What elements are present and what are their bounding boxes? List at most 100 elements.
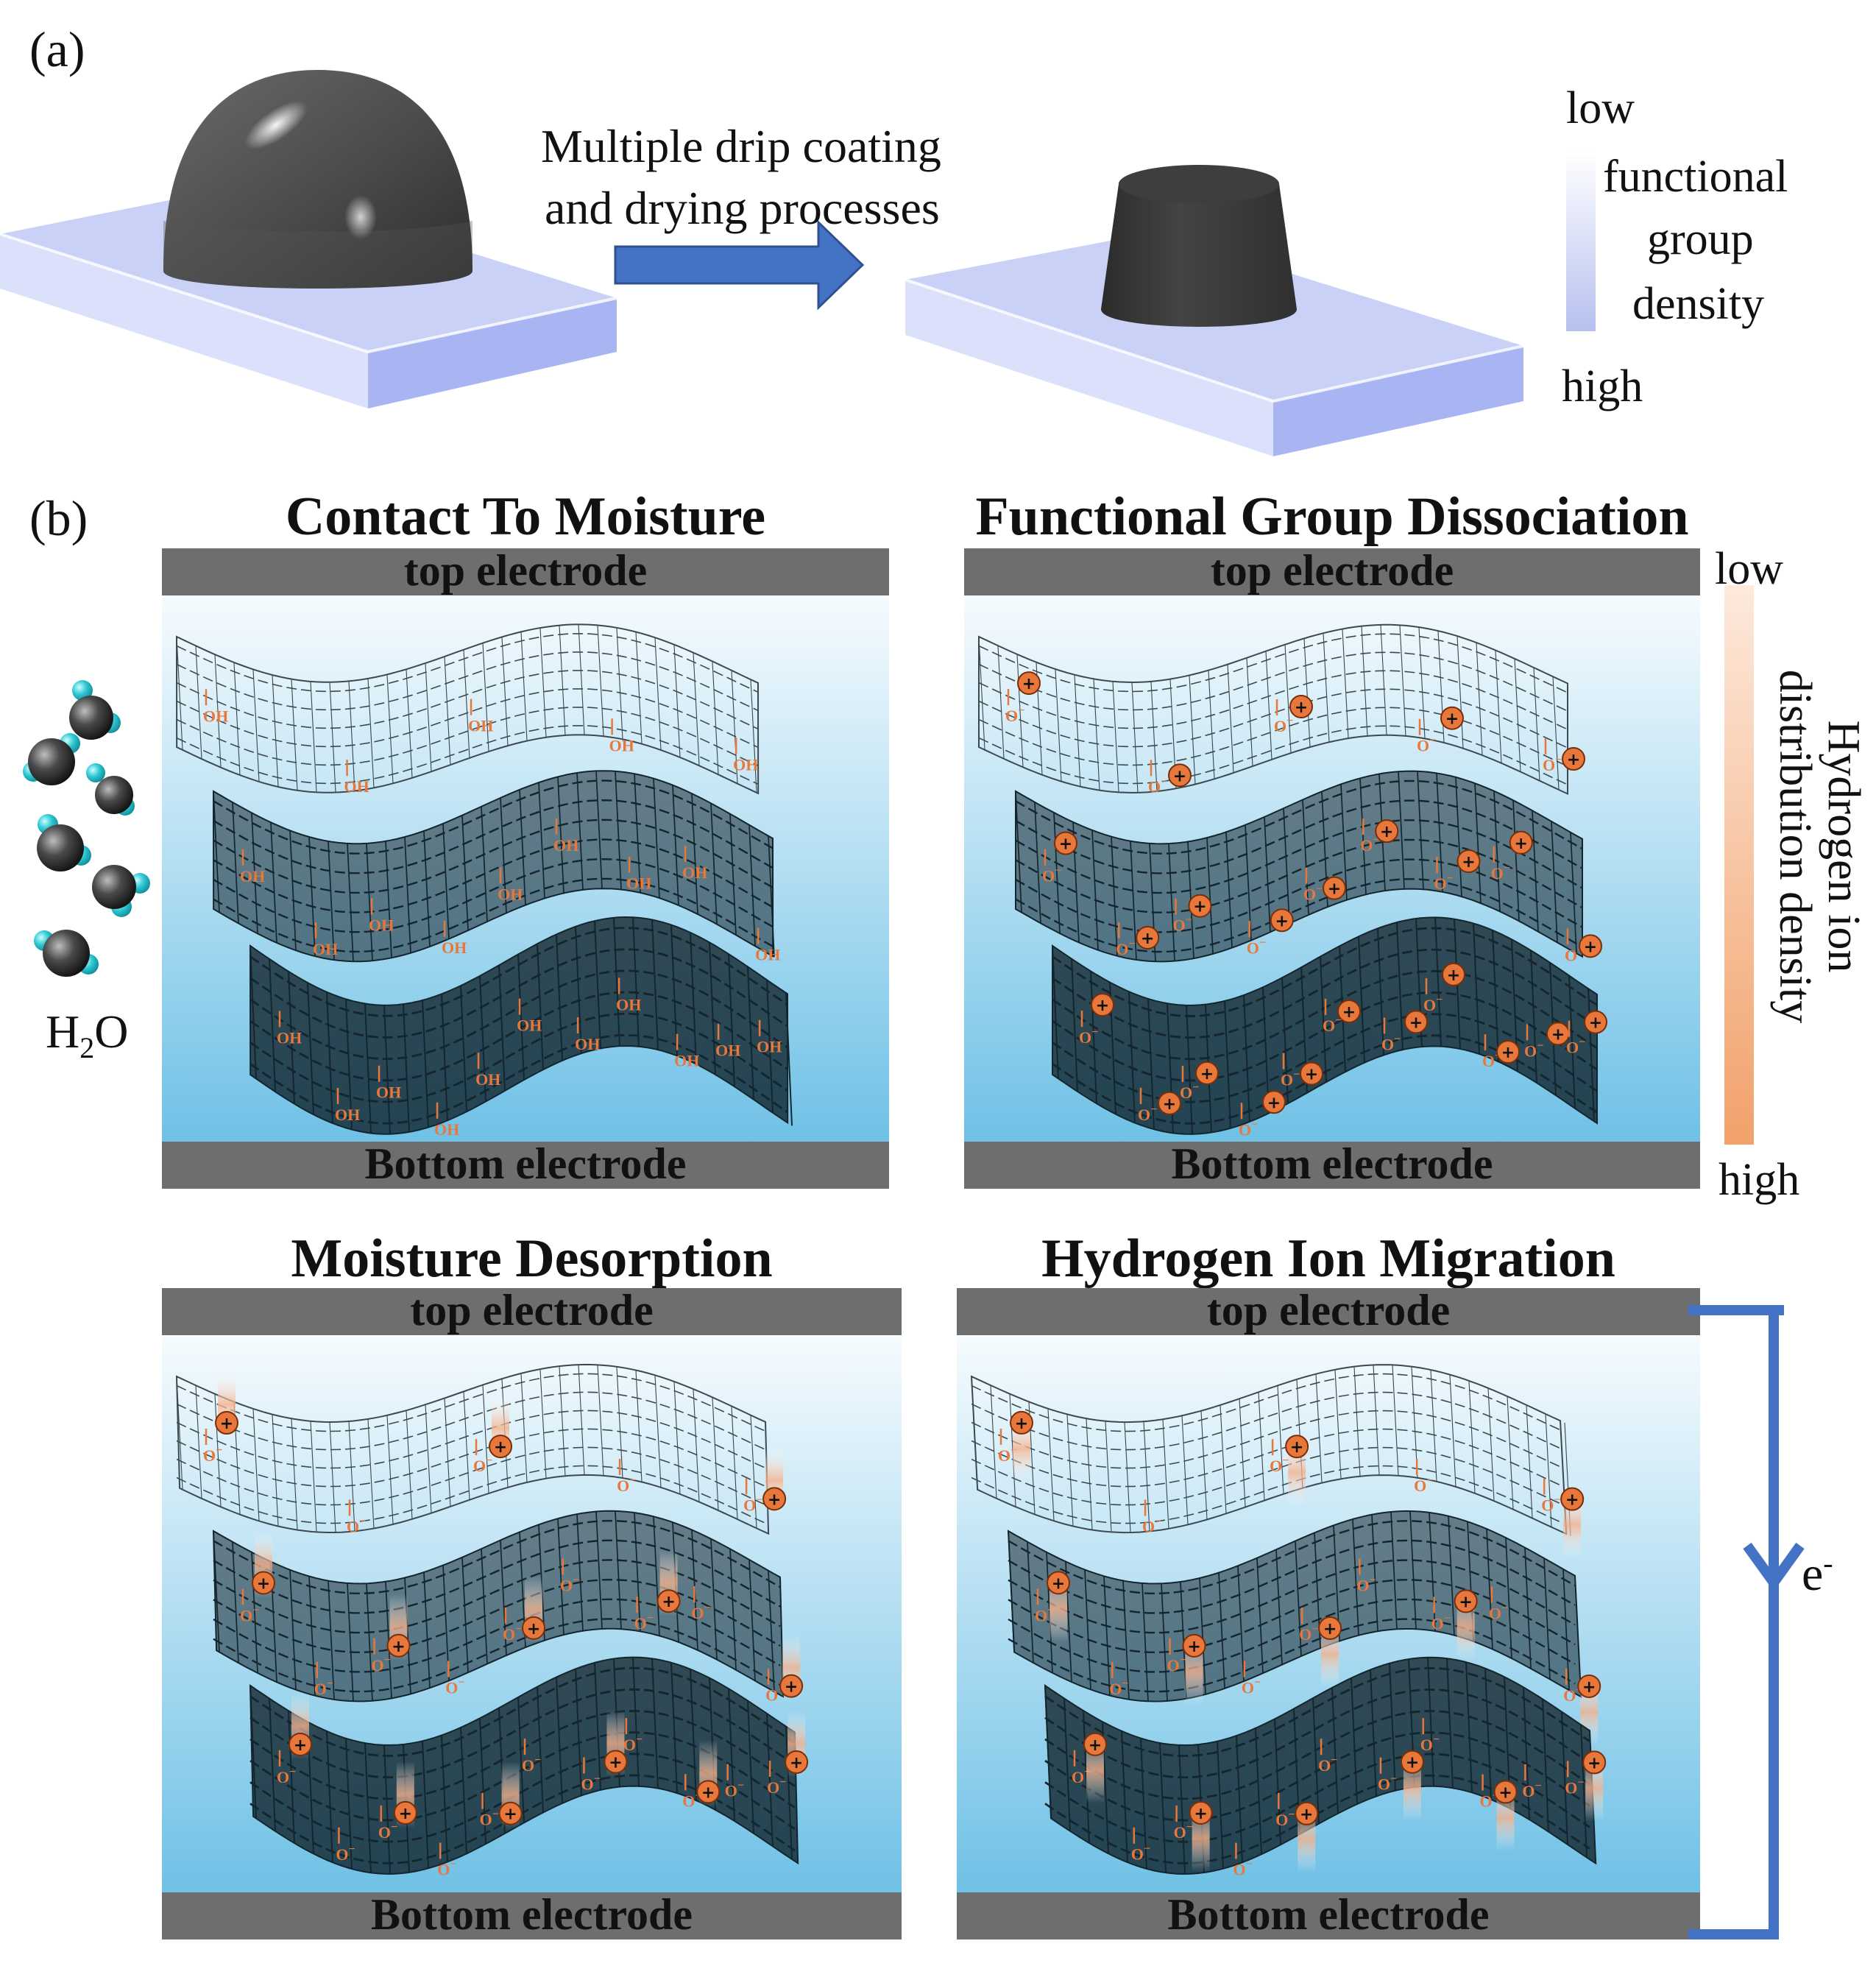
step-title: Hydrogen Ion Migration (1041, 1228, 1615, 1289)
step-title: Functional Group Dissociation (975, 487, 1689, 547)
hydroxyl-group: OH (369, 898, 394, 935)
hydrogen-ion: + (1136, 925, 1160, 950)
water-molecule (69, 680, 121, 740)
deprotonated-oxygen: O− (203, 1429, 222, 1465)
svg-text:OH: OH (755, 946, 780, 964)
device-cell: OHOHOHOHOHOHOHOHOHOHOHOHOHOHOHOHOHOHOHOH… (162, 548, 889, 1189)
hydroxyl-group: OH (517, 998, 542, 1035)
svg-text:O−: O− (372, 1654, 391, 1675)
svg-text:+: + (1141, 930, 1154, 948)
svg-text:OH: OH (674, 1052, 699, 1070)
bottom-electrode-label: Bottom electrode (370, 1890, 693, 1939)
top-electrode (162, 548, 889, 595)
hydrogen-ion: + (1188, 894, 1212, 918)
svg-text:O−: O− (1148, 775, 1167, 796)
hydrogen-ion: + (1158, 1091, 1181, 1115)
svg-text:+: + (1328, 880, 1341, 899)
hydrogen-ion: + (1400, 1750, 1424, 1821)
svg-text:O−: O− (203, 1444, 222, 1465)
hydroxyl-group: OH (553, 818, 578, 855)
hydrogen-ion: + (1546, 1022, 1570, 1046)
graphene-oxide-layer (175, 1363, 770, 1535)
hydrogen-ion: + (1017, 671, 1041, 696)
svg-text:OH: OH (277, 1028, 302, 1047)
svg-text:+: + (1565, 1491, 1579, 1510)
hydroxyl-group: OH (203, 689, 228, 725)
hydrogen-ion: + (1182, 1633, 1206, 1705)
hydrogen-ion: + (1454, 1589, 1478, 1661)
hydrogen-ion: + (1295, 1801, 1319, 1873)
deprotonated-oxygen: O− (1148, 760, 1167, 796)
hydroxyl-group: OH (434, 1102, 459, 1139)
graphene-oxide-layer (175, 623, 760, 795)
water-molecule (34, 930, 99, 977)
graphene-oxide-layer (212, 770, 775, 963)
svg-text:OH: OH (626, 874, 651, 893)
svg-text:OH: OH (733, 755, 758, 774)
svg-text:+: + (220, 1415, 233, 1433)
ion-density-bar (1724, 585, 1754, 1145)
process-text-line1: Multiple drip coating (541, 120, 941, 172)
svg-text:+: + (1200, 1065, 1214, 1083)
graphene-oxide-layer (249, 916, 793, 1135)
hydroxyl-group: OH (755, 927, 780, 964)
hydrogen-ion: + (1047, 1571, 1070, 1642)
deprotonated-oxygen: O− (1323, 998, 1342, 1035)
dried-film (1101, 165, 1297, 327)
fg-legend-line1: functional (1603, 152, 1788, 202)
hydrogen-ion: + (696, 1740, 721, 1807)
svg-text:OH: OH (682, 863, 707, 882)
hydrogen-ion: + (1262, 1090, 1286, 1114)
hydrogen-ion: + (1562, 747, 1585, 771)
process-text-line2: and drying processes (545, 182, 940, 234)
deprotonated-oxygen: O− (1180, 1065, 1199, 1102)
svg-text:OH: OH (609, 736, 634, 754)
svg-text:+: + (1015, 1415, 1028, 1433)
hydrogen-ion: + (1285, 1435, 1309, 1506)
svg-text:OH: OH (335, 1106, 360, 1124)
step-title: Moisture Desorption (291, 1228, 773, 1289)
hydrogen-ion: + (779, 1634, 804, 1701)
bottom-electrode-label: Bottom electrode (1171, 1139, 1493, 1188)
svg-text:O−: O− (1318, 1754, 1337, 1775)
svg-text:+: + (662, 1593, 675, 1611)
hydrogen-ion: + (1300, 1061, 1323, 1086)
svg-text:+: + (527, 1620, 540, 1638)
svg-text:+: + (1096, 997, 1109, 1015)
hydrogen-ion: + (1270, 908, 1294, 933)
deprotonated-oxygen: O− (378, 1805, 397, 1842)
svg-text:+: + (1515, 835, 1528, 853)
svg-text:+: + (1462, 853, 1475, 871)
svg-text:+: + (1089, 1736, 1102, 1755)
svg-text:OH: OH (575, 1035, 600, 1053)
hydrogen-ion: + (1318, 1616, 1342, 1687)
functional-group-density-bar (1566, 151, 1596, 331)
fg-legend-high: high (1562, 361, 1643, 411)
deprotonated-oxygen: O− (1522, 1764, 1542, 1800)
fg-legend-line3: density (1632, 279, 1765, 329)
svg-text:OH: OH (553, 836, 578, 855)
svg-text:+: + (1022, 675, 1036, 693)
hydrogen-ion: + (1189, 1800, 1213, 1872)
svg-text:+: + (1498, 1784, 1512, 1803)
svg-text:OH: OH (369, 916, 394, 935)
svg-text:OH: OH (203, 707, 228, 725)
svg-text:+: + (1582, 1678, 1596, 1697)
top-electrode (957, 1288, 1700, 1335)
water-label: H2O (46, 1005, 129, 1064)
svg-text:OH: OH (442, 938, 467, 957)
hydrogen-ion: + (1195, 1061, 1219, 1085)
svg-text:O−: O− (1522, 1780, 1541, 1800)
bottom-electrode-label: Bottom electrode (364, 1139, 687, 1188)
process-arrow (614, 219, 865, 311)
svg-text:+: + (1193, 898, 1206, 916)
svg-text:OH: OH (240, 867, 265, 885)
svg-text:+: + (1589, 1014, 1602, 1033)
svg-text:+: + (1052, 1574, 1065, 1593)
svg-text:OH: OH (376, 1083, 401, 1102)
svg-text:+: + (1187, 1638, 1200, 1656)
svg-text:+: + (790, 1754, 803, 1772)
hydrogen-ion: + (1579, 934, 1602, 958)
hydroxyl-group: OH (277, 1011, 302, 1047)
water-molecule (37, 814, 91, 871)
